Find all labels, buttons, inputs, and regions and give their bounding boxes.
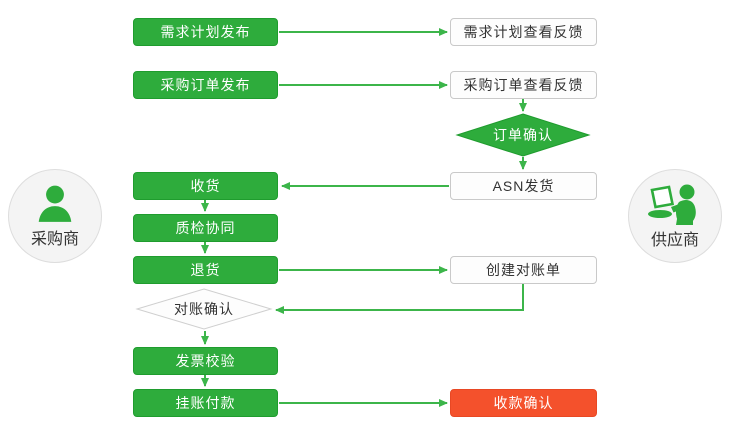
- flow-node-po-publish: 采购订单发布: [133, 71, 278, 99]
- flow-node-receipt-confirm: 收款确认: [450, 389, 597, 417]
- flow-node-label: 挂账付款: [175, 395, 236, 411]
- flow-node-label: 需求计划查看反馈: [463, 24, 584, 40]
- flow-node-label: 退货: [190, 262, 221, 278]
- flow-node-statement-confirm: 对账确认: [135, 288, 273, 330]
- person-icon: [34, 184, 76, 224]
- flow-node-label: ASN发货: [492, 178, 555, 194]
- diamond-shape: [455, 113, 591, 157]
- flow-node-label: 采购订单发布: [160, 77, 251, 93]
- flow-node-label: 发票校验: [175, 353, 236, 369]
- flow-node-label: 创建对账单: [486, 262, 561, 278]
- flow-node-label: 收货: [190, 178, 221, 194]
- actor-buyer: 采购商: [8, 169, 102, 263]
- flow-node-payment-on-account: 挂账付款: [133, 389, 278, 417]
- flow-node-label: 对账确认: [174, 301, 234, 317]
- flow-node-asn-ship: ASN发货: [450, 172, 597, 200]
- flow-node-demand-plan-feedback: 需求计划查看反馈: [450, 18, 597, 46]
- flow-node-invoice-verify: 发票校验: [133, 347, 278, 375]
- flow-node-receive: 收货: [133, 172, 278, 200]
- flow-node-label: 订单确认: [493, 127, 553, 143]
- flow-node-label: 需求计划发布: [160, 24, 251, 40]
- diamond-shape: [135, 288, 273, 330]
- flow-node-order-confirm: 订单确认: [455, 113, 591, 157]
- flow-node-demand-plan-publish: 需求计划发布: [133, 18, 278, 46]
- person-laptop-icon: [647, 183, 703, 225]
- actor-supplier-label: 供应商: [650, 231, 699, 249]
- flow-node-po-feedback: 采购订单查看反馈: [450, 71, 597, 99]
- flow-node-create-statement: 创建对账单: [450, 256, 597, 284]
- actor-buyer-label: 采购商: [30, 230, 79, 248]
- actor-supplier: 供应商: [628, 169, 722, 263]
- flow-node-quality-check: 质检协同: [133, 214, 278, 242]
- flow-node-label: 收款确认: [493, 395, 554, 411]
- flow-node-label: 质检协同: [175, 220, 236, 236]
- flow-node-label: 采购订单查看反馈: [463, 77, 584, 93]
- flow-node-return-goods: 退货: [133, 256, 278, 284]
